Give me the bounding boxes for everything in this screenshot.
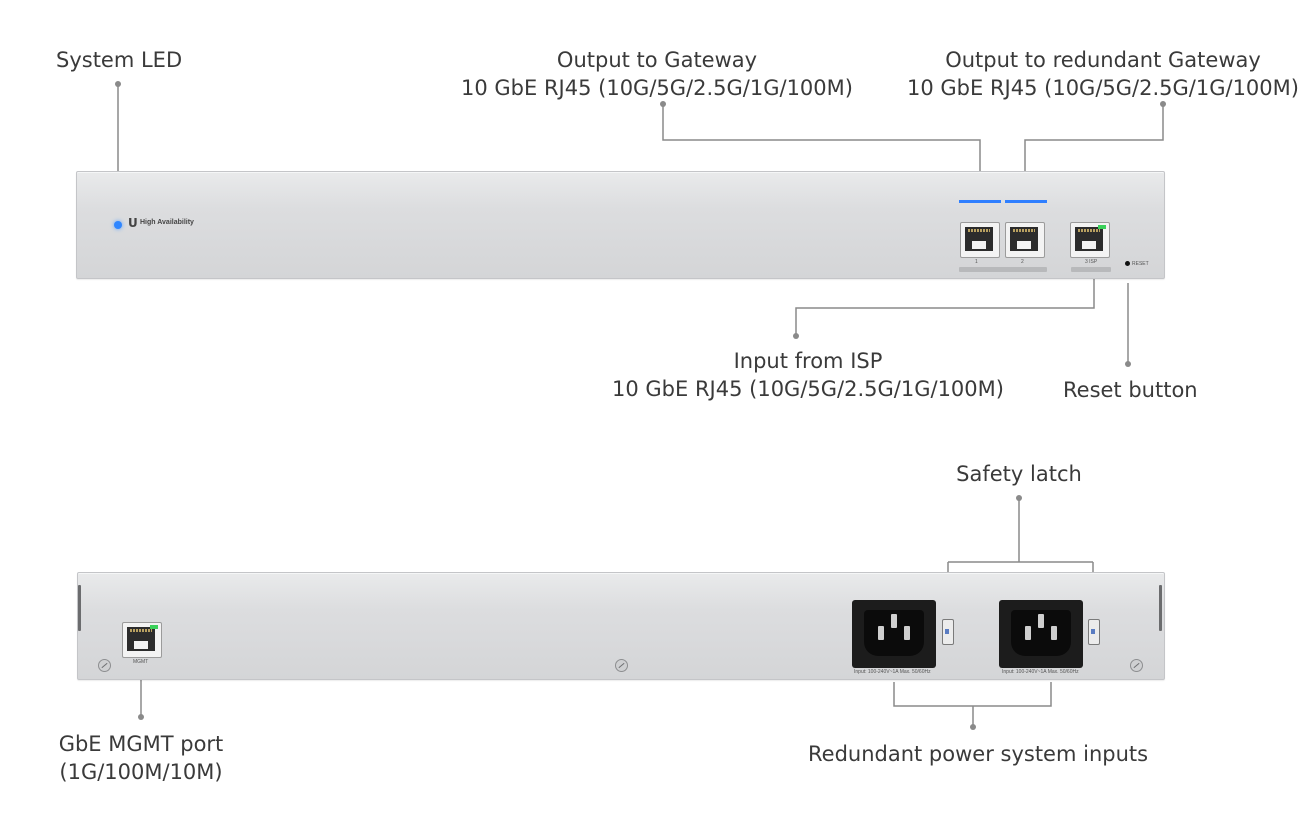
port2-link-indicator [1005, 200, 1047, 203]
label-power-inputs: Redundant power system inputs [808, 742, 1149, 766]
brand-text: High Availability [140, 219, 194, 226]
safety-latch-2[interactable] [1088, 619, 1100, 645]
mgmt-label: MGMT [133, 659, 149, 665]
power-leader [893, 682, 1052, 727]
power-inlet-1[interactable] [852, 600, 936, 668]
front-panel: U High Availability 1 2 3 ISP RESET [76, 171, 1165, 279]
port-isp-strip [1071, 267, 1111, 272]
back-panel: MGMT Input: 100-240V~1A Max. 50/60Hz Inp… [77, 572, 1165, 680]
label-reset-button: Reset button [1063, 378, 1198, 402]
port-isp-label: 3 ISP [1085, 259, 1098, 265]
port-1[interactable] [960, 222, 1000, 258]
label-system-led: System LED [56, 48, 183, 72]
mgmt-port[interactable] [122, 622, 162, 658]
label-input-isp: Input from ISP 10 GbE RJ45 (10G/5G/2.5G/… [612, 349, 1004, 401]
left-edge [78, 585, 81, 631]
port1-link-indicator [959, 200, 1001, 203]
port-2[interactable] [1005, 222, 1045, 258]
label-output-gateway: Output to Gateway 10 GbE RJ45 (10G/5G/2.… [461, 48, 853, 100]
isp-leader [795, 277, 1095, 336]
port-1-label: 1 [975, 259, 978, 265]
output-gateway-leader [662, 104, 981, 171]
ubiquiti-logo-icon: U [128, 216, 138, 230]
power-inlet-2-rating: Input: 100-240V~1A Max. 50/60Hz [1002, 669, 1079, 675]
system-led [114, 221, 122, 229]
label-output-redundant-gateway: Output to redundant Gateway 10 GbE RJ45 … [907, 48, 1299, 100]
reset-button[interactable] [1125, 261, 1130, 266]
safety-latch-leader [947, 498, 1094, 618]
screw-right-icon [1130, 659, 1143, 672]
screw-left-icon [98, 659, 111, 672]
power-inlet-1-rating: Input: 100-240V~1A Max. 50/60Hz [854, 669, 931, 675]
safety-latch-1[interactable] [942, 619, 954, 645]
ports-1-2-group-strip [959, 267, 1047, 272]
power-inlet-2[interactable] [999, 600, 1083, 668]
label-safety-latch: Safety latch [956, 462, 1082, 486]
right-edge [1159, 585, 1162, 631]
reset-label: RESET [1132, 261, 1149, 267]
screw-center-icon [615, 659, 628, 672]
port-isp[interactable] [1070, 222, 1110, 258]
port-2-label: 2 [1021, 259, 1024, 265]
label-mgmt-port: GbE MGMT port (1G/100M/10M) [58, 732, 224, 784]
output-redundant-leader [1024, 104, 1164, 171]
